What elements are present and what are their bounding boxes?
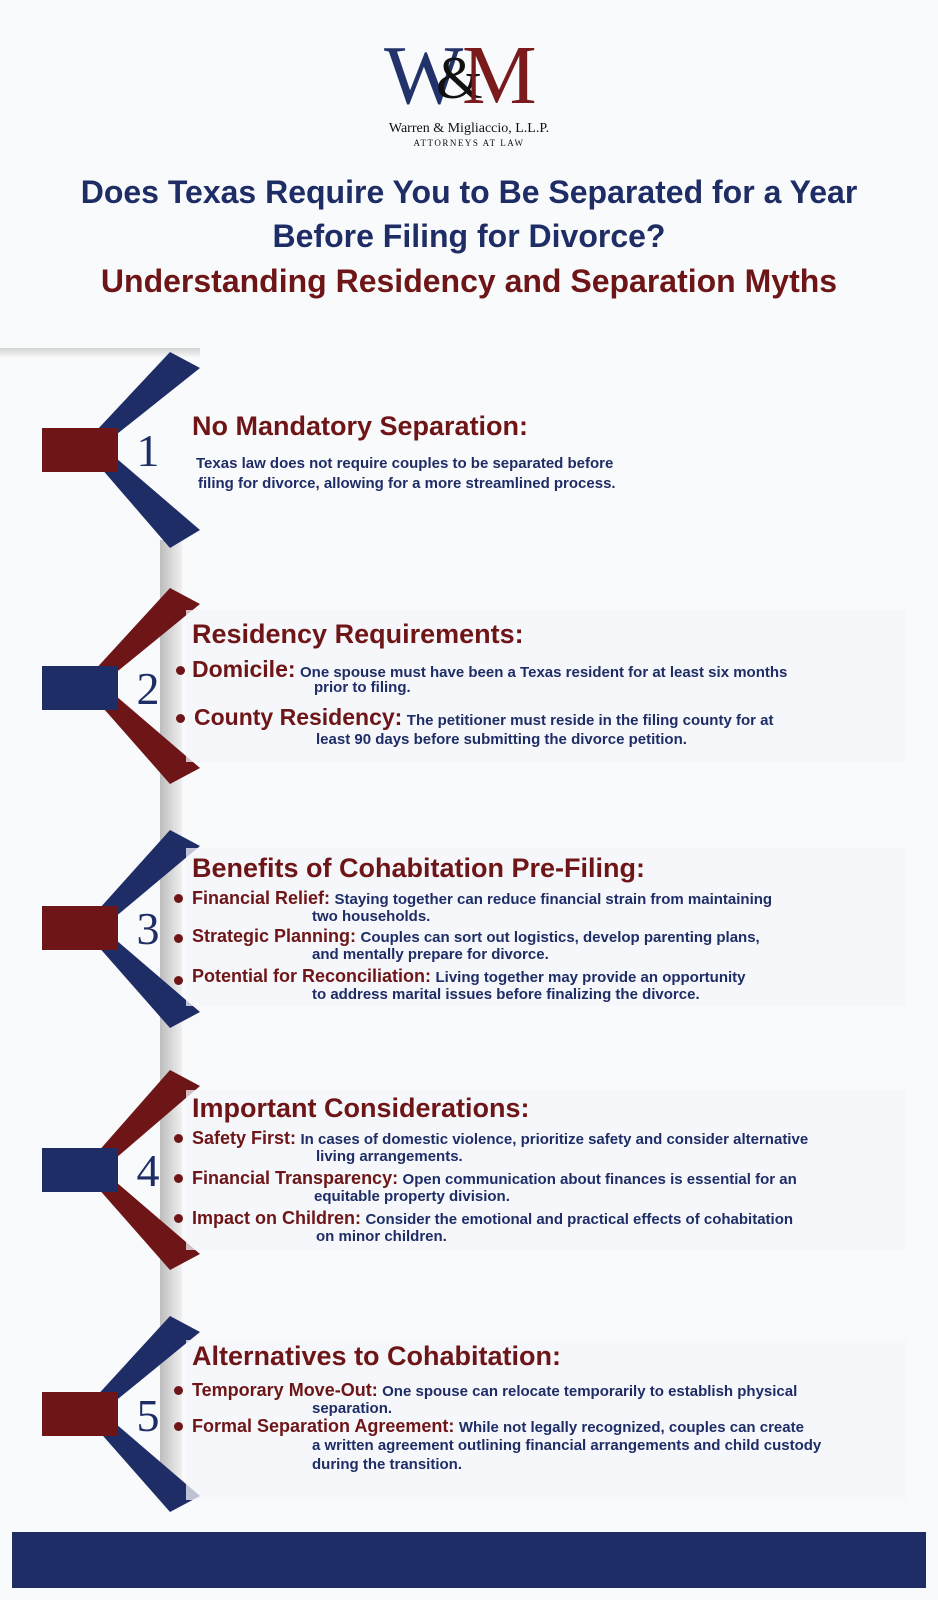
bullet-text: While not legally recognized, couples ca… <box>458 1419 804 1436</box>
bullet-dot <box>176 666 185 675</box>
bullet-text: The petitioner must reside in the filing… <box>406 712 774 729</box>
section-1-heading: No Mandatory Separation: <box>192 411 529 441</box>
bullet-text: Living together may provide an opportuni… <box>435 969 746 986</box>
bullet-label: Strategic Planning: <box>192 926 357 946</box>
bullet-continuation: to address marital issues before finaliz… <box>312 986 700 1003</box>
bullet-continuation: on minor children. <box>316 1228 447 1245</box>
spine-top-shadow <box>0 348 200 358</box>
section-1-text-line-1: Texas law does not require couples to be… <box>196 455 614 472</box>
title-line-2: Before Filing for Divorce? <box>272 218 666 254</box>
bullet-continuation: least 90 days before submitting the divo… <box>316 731 687 748</box>
bullet-label: Financial Relief: <box>192 888 331 908</box>
footer-bar <box>12 1532 926 1588</box>
section-1: No Mandatory Separation: Texas law does … <box>186 400 906 510</box>
bullet-text: One spouse can relocate temporarily to e… <box>382 1383 798 1400</box>
bullet-continuation: equitable property division. <box>314 1188 510 1205</box>
logo-w: W <box>384 29 463 122</box>
firm-name: Warren & Migliaccio, L.L.P. <box>388 121 550 136</box>
section-1-text-line-2: filing for divorce, allowing for a more … <box>198 475 616 492</box>
bullet-text: In cases of domestic violence, prioritiz… <box>300 1131 809 1148</box>
bullet-continuation: living arrangements. <box>316 1148 463 1165</box>
bullet-dot <box>174 1386 183 1395</box>
bullet-continuation: two households. <box>312 908 431 925</box>
section-3: Benefits of Cohabitation Pre-Filing: Fin… <box>174 848 906 1006</box>
section-2-heading: Residency Requirements: <box>192 619 524 649</box>
section-4-heading: Important Considerations: <box>192 1093 530 1123</box>
section-2: Residency Requirements: Domicile: One sp… <box>176 610 906 762</box>
section-5: Alternatives to Cohabitation: Temporary … <box>174 1340 906 1500</box>
bullet-label: Domicile: <box>192 656 296 682</box>
bullet-label: Potential for Reconciliation: <box>192 966 432 986</box>
firm-logo: W & M Warren & Migliaccio, L.L.P. ATTORN… <box>0 34 938 149</box>
step-number-4: 4 <box>136 1145 160 1196</box>
tab-2 <box>42 666 118 710</box>
step-number-2: 2 <box>136 663 160 714</box>
bullet-dot <box>176 714 185 723</box>
bullet-dot <box>174 1134 183 1143</box>
chevron-2 <box>82 588 200 784</box>
step-number-3: 3 <box>136 903 160 954</box>
step-number-1: 1 <box>136 425 160 476</box>
bullet-continuation: separation. <box>312 1400 393 1417</box>
section-4: Important Considerations: Safety First: … <box>174 1090 906 1250</box>
bullet-dot <box>174 1214 183 1223</box>
logo-ampersand: & <box>436 45 483 111</box>
bullet-continuation: a written agreement outlining financial … <box>312 1437 822 1454</box>
bullet-text: Consider the emotional and practical eff… <box>365 1211 794 1228</box>
title-line-1: Does Texas Require You to Be Separated f… <box>80 174 858 210</box>
bullet-continuation: prior to filing. <box>314 679 411 696</box>
bullet-continuation: and mentally prepare for divorce. <box>312 946 549 963</box>
bullet-label: Impact on Children: <box>192 1208 362 1228</box>
bullet-text: Open communication about finances is ess… <box>402 1171 797 1188</box>
section-3-heading: Benefits of Cohabitation Pre-Filing: <box>192 853 645 883</box>
bullet-dot <box>174 1174 183 1183</box>
step-number-5: 5 <box>136 1390 160 1441</box>
logo-monogram: W & M <box>384 34 554 118</box>
bullet-label: Safety First: <box>192 1128 297 1148</box>
section-5-heading: Alternatives to Cohabitation: <box>192 1341 562 1371</box>
bullet-text: One spouse must have been a Texas reside… <box>299 664 788 681</box>
page-title: Does Texas Require You to Be Separated f… <box>20 170 918 304</box>
tab-1 <box>42 428 118 472</box>
bullet-label: Financial Transparency: <box>192 1168 399 1188</box>
bullet-dot <box>174 1422 183 1431</box>
title-subtitle: Understanding Residency and Separation M… <box>100 263 838 299</box>
bullet-dot <box>174 976 183 985</box>
bullet-label: Temporary Move-Out: <box>192 1380 378 1400</box>
firm-tagline: ATTORNEYS AT LAW <box>413 138 525 148</box>
bullet-dot <box>174 934 183 943</box>
bullet-text: Couples can sort out logistics, develop … <box>360 929 760 946</box>
bullet-label: Formal Separation Agreement: <box>192 1416 455 1436</box>
bullet-continuation-2: during the transition. <box>312 1456 462 1473</box>
bullet-dot <box>174 894 183 903</box>
tab-4 <box>42 1148 118 1192</box>
tab-3 <box>42 906 118 950</box>
logo-m: M <box>462 29 537 122</box>
tab-5 <box>42 1392 118 1436</box>
bullet-label: County Residency: <box>194 704 403 730</box>
bullet-text: Staying together can reduce financial st… <box>334 891 773 908</box>
